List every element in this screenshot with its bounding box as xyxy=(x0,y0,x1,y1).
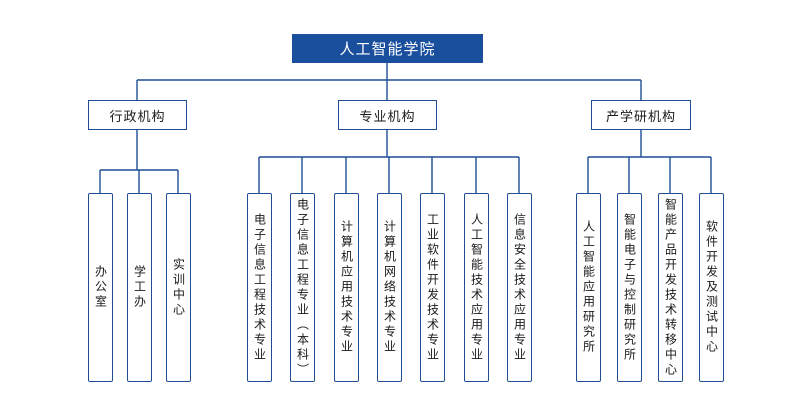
category-label: 行政机构 xyxy=(109,109,166,125)
leaf-label: 智能产品开发技术转移中心 xyxy=(663,197,678,378)
root-label: 人工智能学院 xyxy=(339,40,436,58)
leaf-node-research-1: 人工智能应用研究所 xyxy=(576,193,601,382)
leaf-label: 办公室 xyxy=(93,265,108,310)
leaf-node-major-3: 计算机应用技术专业 xyxy=(334,193,359,382)
leaf-node-research-4: 软件开发及测试中心 xyxy=(699,193,724,382)
category-admin: 行政机构 xyxy=(88,100,187,130)
leaf-node-major-2: 电子信息工程专业（本科） xyxy=(290,193,315,382)
leaf-label: 人工智能技术应用专业 xyxy=(469,212,484,363)
leaf-label: 计算机网络技术专业 xyxy=(382,220,397,355)
leaf-label: 实训中心 xyxy=(171,257,186,318)
leaf-node-major-6: 人工智能技术应用专业 xyxy=(464,193,489,382)
leaf-label: 智能电子与控制研究所 xyxy=(622,212,637,363)
leaf-label: 软件开发及测试中心 xyxy=(704,220,719,355)
category-label: 专业机构 xyxy=(359,109,416,125)
root-node: 人工智能学院 xyxy=(292,34,483,63)
leaf-node-training-center: 实训中心 xyxy=(166,193,191,382)
leaf-label: 学工办 xyxy=(132,265,147,310)
leaf-node-major-5: 工业软件开发技术专业 xyxy=(420,193,445,382)
leaf-node-office: 办公室 xyxy=(88,193,113,382)
leaf-node-major-1: 电子信息工程技术专业 xyxy=(247,193,272,382)
leaf-label: 信息安全技术应用专业 xyxy=(512,212,527,363)
leaf-label: 人工智能应用研究所 xyxy=(581,220,596,355)
category-majors: 专业机构 xyxy=(338,100,437,130)
leaf-label: 电子信息工程专业（本科） xyxy=(295,197,310,378)
leaf-label: 工业软件开发技术专业 xyxy=(425,212,440,363)
leaf-label: 电子信息工程技术专业 xyxy=(252,212,267,363)
leaf-node-major-7: 信息安全技术应用专业 xyxy=(507,193,532,382)
leaf-node-student-affairs: 学工办 xyxy=(127,193,152,382)
category-label: 产学研机构 xyxy=(605,109,676,125)
leaf-node-research-2: 智能电子与控制研究所 xyxy=(617,193,642,382)
leaf-label: 计算机应用技术专业 xyxy=(339,220,354,355)
leaf-node-major-4: 计算机网络技术专业 xyxy=(377,193,402,382)
leaf-node-research-3: 智能产品开发技术转移中心 xyxy=(658,193,683,382)
category-research: 产学研机构 xyxy=(591,100,691,130)
